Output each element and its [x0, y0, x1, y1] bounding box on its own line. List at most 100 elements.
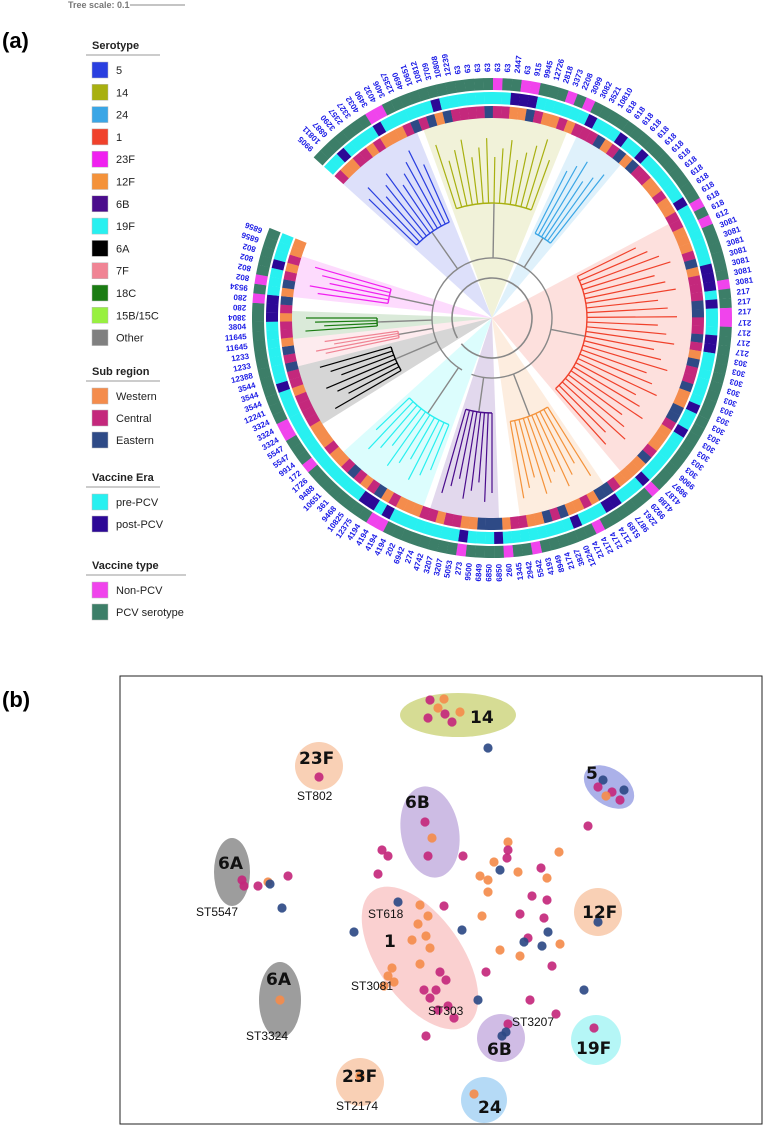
tree-branch	[581, 349, 647, 374]
ring-segment	[612, 148, 627, 164]
scatter-point	[503, 1019, 513, 1029]
ring-segment	[713, 362, 728, 375]
legend-swatch-western	[91, 387, 109, 405]
ring-segment	[702, 397, 717, 412]
ring-segment	[268, 401, 284, 416]
tree-branch	[458, 410, 474, 479]
ring-segment	[373, 483, 388, 499]
ring-segment	[690, 333, 704, 344]
tree-branch	[586, 299, 659, 309]
ring-segment	[273, 250, 288, 263]
ring-segment	[710, 250, 725, 264]
ring-segment	[520, 79, 532, 94]
panel-b-label: (b)	[2, 687, 30, 712]
ring-segment	[547, 85, 560, 100]
tree-branch	[547, 177, 594, 242]
legend-swatch-pre-pcv	[91, 493, 109, 511]
ring-segment	[418, 535, 432, 550]
ring-segment	[399, 93, 413, 108]
ring-segment	[606, 477, 621, 492]
scatter-point	[389, 977, 399, 987]
tree-branch	[315, 334, 399, 352]
ring-segment	[627, 143, 643, 159]
scatter-point	[598, 775, 608, 785]
ring-segment	[703, 281, 717, 292]
scatter-point	[439, 901, 449, 911]
panel-a-label: (a)	[2, 28, 29, 53]
ring-segment	[579, 494, 592, 509]
clade-wedge-23f	[283, 253, 492, 318]
tree-branch	[325, 337, 400, 354]
tree-branch	[514, 420, 531, 489]
ring-segment	[340, 458, 356, 473]
ring-segment	[465, 544, 476, 558]
tree-branch	[584, 340, 662, 361]
ring-segment	[257, 366, 272, 380]
scatter-point	[537, 941, 547, 951]
ring-segment	[591, 118, 606, 133]
ring-segment	[620, 137, 636, 153]
ring-segment	[395, 496, 409, 511]
ring-segment	[697, 254, 712, 267]
tree-branch	[577, 247, 637, 277]
cluster-label-6a-b: 6A	[266, 970, 292, 990]
ring-segment	[549, 507, 561, 522]
legend-swatch-6a	[91, 240, 109, 257]
legend-label-23f: 23F	[116, 154, 135, 166]
tree-branch	[582, 344, 668, 372]
tip-label: 802	[235, 272, 250, 283]
cluster-blob-23f-st2174	[336, 1058, 384, 1106]
legend-swatch-5	[91, 61, 109, 79]
ring-segment	[280, 304, 293, 314]
ring-segment	[656, 197, 672, 212]
tree-branch	[583, 275, 655, 295]
tree-branch	[330, 350, 393, 373]
ring-segment	[640, 155, 656, 170]
scatter-point	[555, 939, 565, 949]
ring-segment	[276, 241, 291, 254]
ring-segment	[715, 353, 730, 366]
ring-segment	[365, 495, 380, 511]
tip-label: 11645	[225, 332, 248, 343]
scatter-point	[497, 1031, 507, 1041]
ring-segment	[426, 508, 439, 523]
ring-segment	[388, 492, 402, 507]
ring-segment	[684, 365, 699, 377]
scatter-point	[503, 845, 513, 855]
ring-segment	[636, 132, 652, 148]
ring-segment	[697, 368, 712, 381]
tip-label: 217	[737, 318, 751, 327]
legend-swatch-1	[91, 128, 109, 146]
scatter-point	[427, 833, 437, 843]
ring-segment	[578, 126, 592, 142]
ring-segment	[599, 481, 614, 497]
scatter-point	[502, 853, 512, 863]
ring-segment	[347, 463, 362, 479]
ring-segment	[688, 349, 702, 360]
ring-segment	[435, 510, 447, 525]
ring-segment	[335, 490, 351, 506]
ring-segment	[691, 325, 704, 335]
ring-segment	[321, 478, 337, 494]
tree-branch	[367, 187, 421, 243]
ring-segment	[293, 420, 309, 434]
ring-segment	[533, 511, 545, 526]
scatter-point	[455, 707, 465, 717]
ring-segment	[662, 158, 679, 175]
scatter-point	[483, 887, 493, 897]
ring-segment	[658, 445, 674, 461]
ring-segment	[353, 469, 368, 484]
ring-segment	[613, 132, 629, 148]
legend-swatch-other	[91, 329, 109, 346]
ring-segment	[599, 122, 614, 138]
legend-swatch-12f	[91, 173, 109, 190]
ring-segment	[364, 126, 380, 142]
scatter-point	[407, 935, 417, 945]
ring-segment	[262, 236, 278, 250]
tip-label: 217	[738, 307, 752, 316]
ring-segment	[443, 512, 455, 527]
scatter-point	[527, 891, 537, 901]
ring-segment	[576, 110, 590, 125]
tip-label: 3081	[735, 275, 754, 287]
legend-swatch-23f	[91, 150, 109, 168]
